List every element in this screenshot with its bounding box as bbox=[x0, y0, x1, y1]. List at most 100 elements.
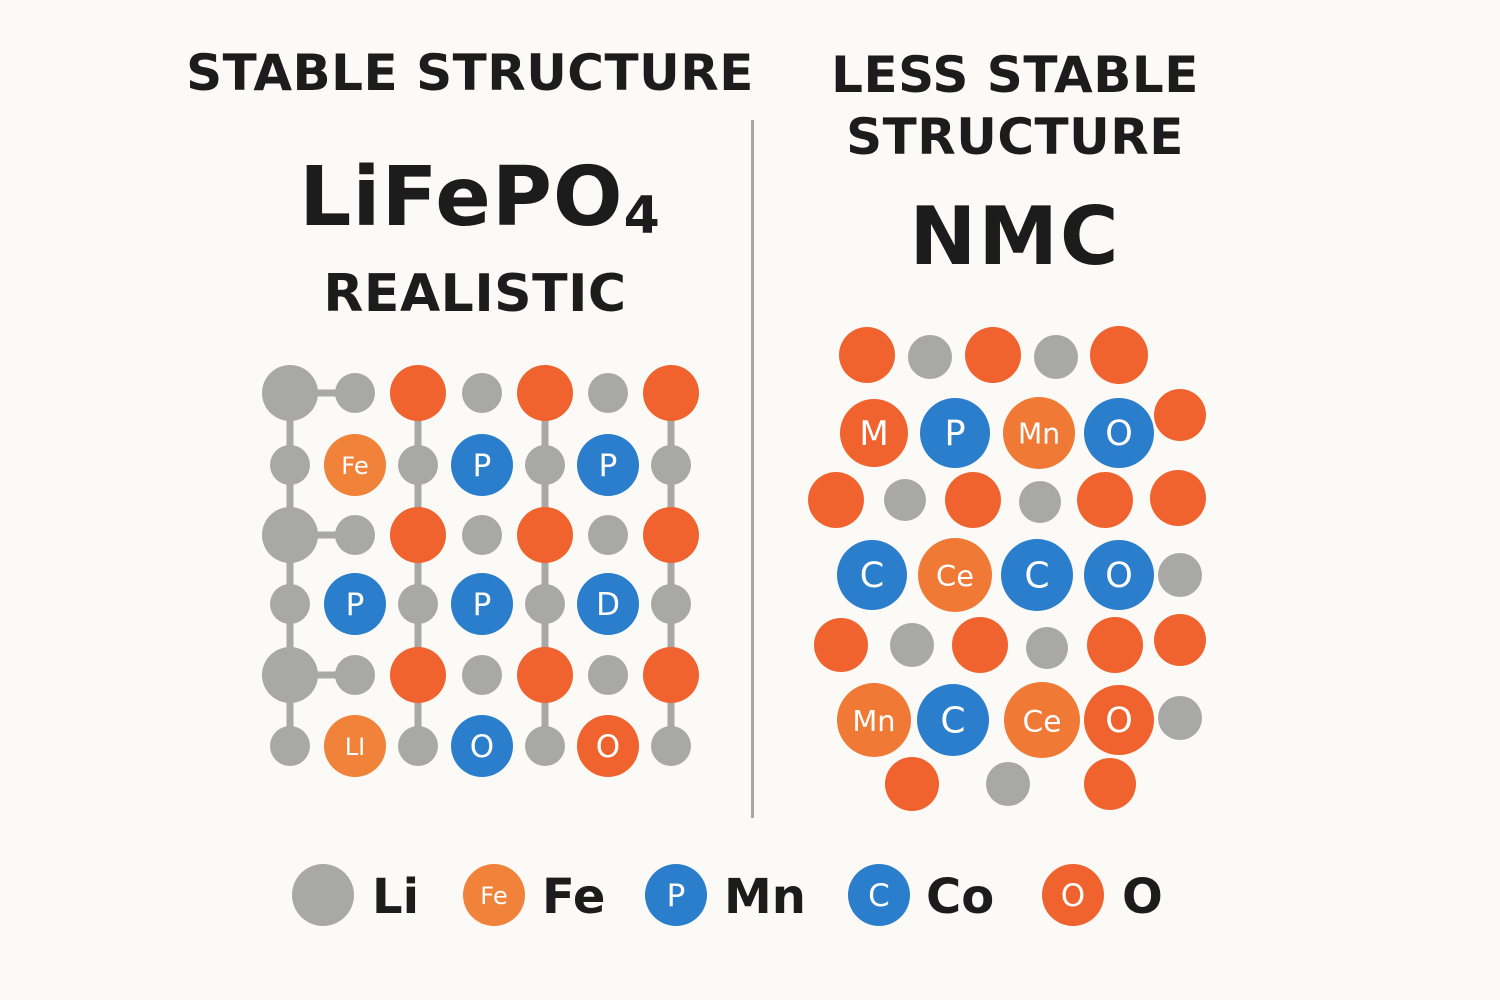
right-atom bbox=[1019, 481, 1061, 523]
right-atom-circle bbox=[952, 617, 1008, 673]
right-atom bbox=[945, 472, 1001, 528]
right-atom-circle bbox=[920, 398, 990, 468]
left-atom-circle bbox=[525, 584, 565, 624]
left-atom: LI bbox=[324, 715, 386, 777]
legend-label: Li bbox=[372, 869, 419, 925]
legend-swatch-label: C bbox=[868, 878, 890, 914]
left-atom-circle bbox=[525, 445, 565, 485]
legend-swatch: O bbox=[1042, 864, 1104, 926]
left-atom bbox=[525, 445, 565, 485]
left-formula-main: LiFePO bbox=[299, 150, 624, 245]
right-atom bbox=[814, 618, 868, 672]
right-atom bbox=[808, 472, 864, 528]
left-atom: D bbox=[577, 573, 639, 635]
right-atom-circle bbox=[837, 540, 907, 610]
left-atom-circle bbox=[588, 655, 628, 695]
right-atom: P bbox=[920, 398, 990, 468]
right-atom: Mn bbox=[837, 683, 911, 757]
left-atom bbox=[390, 647, 446, 703]
left-atom-circle bbox=[462, 373, 502, 413]
right-atom-label: C bbox=[940, 701, 965, 742]
right-atom: O bbox=[1084, 540, 1154, 610]
legend-swatch-circle bbox=[292, 864, 354, 926]
right-atom-circle bbox=[1019, 481, 1061, 523]
right-atom-circle bbox=[917, 684, 989, 756]
right-atom-circle bbox=[1004, 682, 1080, 758]
right-atom: M bbox=[840, 399, 908, 467]
left-atom bbox=[270, 445, 310, 485]
left-atom-circle bbox=[398, 584, 438, 624]
left-atom-circle bbox=[588, 373, 628, 413]
left-atom bbox=[651, 445, 691, 485]
legend-swatch-label: Fe bbox=[480, 882, 507, 910]
right-atom bbox=[1154, 614, 1206, 666]
left-atom bbox=[588, 515, 628, 555]
left-atom-circle bbox=[324, 573, 386, 635]
legend-label: O bbox=[1122, 869, 1163, 925]
right-atom bbox=[1158, 696, 1202, 740]
left-atom-circle bbox=[324, 434, 386, 496]
legend-swatch-circle bbox=[1042, 864, 1104, 926]
left-atom bbox=[643, 647, 699, 703]
right-atom-label: P bbox=[944, 414, 965, 454]
left-atom: O bbox=[451, 715, 513, 777]
legend-swatch: Fe bbox=[463, 864, 525, 926]
right-atom-circle bbox=[1034, 335, 1078, 379]
right-atom-circle bbox=[1026, 627, 1068, 669]
right-atom bbox=[952, 617, 1008, 673]
left-atom bbox=[390, 365, 446, 421]
left-atom-label: Fe bbox=[341, 452, 368, 480]
right-atom-circle bbox=[837, 683, 911, 757]
right-atom-label: Mn bbox=[852, 704, 895, 738]
left-atom-label: D bbox=[596, 587, 620, 623]
right-atom: C bbox=[1001, 539, 1073, 611]
left-atom bbox=[398, 726, 438, 766]
right-atom-circle bbox=[1150, 470, 1206, 526]
left-atom bbox=[262, 647, 318, 703]
right-atom: O bbox=[1084, 685, 1154, 755]
left-atom-circle bbox=[517, 365, 573, 421]
right-atom: Ce bbox=[1004, 682, 1080, 758]
right-atom-circle bbox=[965, 327, 1021, 383]
right-atom-label: Mn bbox=[1018, 418, 1060, 451]
right-atom-label: Ce bbox=[1023, 704, 1062, 739]
left-atom-circle bbox=[451, 434, 513, 496]
left-atom-circle bbox=[643, 507, 699, 563]
left-atom bbox=[517, 507, 573, 563]
legend-swatch-label: O bbox=[1061, 878, 1085, 914]
left-atom-circle bbox=[517, 507, 573, 563]
left-atom-circle bbox=[335, 515, 375, 555]
right-atom-circle bbox=[1087, 617, 1143, 673]
left-atom bbox=[525, 584, 565, 624]
right-atom bbox=[890, 623, 934, 667]
right-atom bbox=[1034, 335, 1078, 379]
left-atom bbox=[517, 647, 573, 703]
right-header-line1: LESS STABLE bbox=[831, 46, 1199, 104]
left-atom bbox=[643, 507, 699, 563]
left-atom: P bbox=[451, 573, 513, 635]
left-atom: P bbox=[577, 434, 639, 496]
right-atom-circle bbox=[1090, 326, 1148, 384]
left-atom bbox=[335, 515, 375, 555]
right-atom-label: M bbox=[859, 414, 888, 454]
left-atom bbox=[398, 445, 438, 485]
left-atom-circle bbox=[398, 726, 438, 766]
left-subtitle: REALISTIC bbox=[323, 264, 627, 324]
right-atom bbox=[1090, 326, 1148, 384]
left-formula: LiFePO4 bbox=[230, 150, 730, 246]
left-atom-circle bbox=[577, 434, 639, 496]
left-atom-label: P bbox=[599, 448, 618, 484]
left-atom-label: P bbox=[346, 587, 365, 623]
legend-swatch-label: P bbox=[667, 878, 686, 914]
right-atom-circle bbox=[1154, 389, 1206, 441]
left-atom-circle bbox=[335, 655, 375, 695]
right-atom-label: C bbox=[1024, 556, 1049, 597]
right-atom bbox=[965, 327, 1021, 383]
right-atom bbox=[1087, 617, 1143, 673]
left-atom bbox=[262, 507, 318, 563]
legend-label: Co bbox=[926, 869, 994, 925]
right-atom-label: Ce bbox=[936, 559, 974, 593]
